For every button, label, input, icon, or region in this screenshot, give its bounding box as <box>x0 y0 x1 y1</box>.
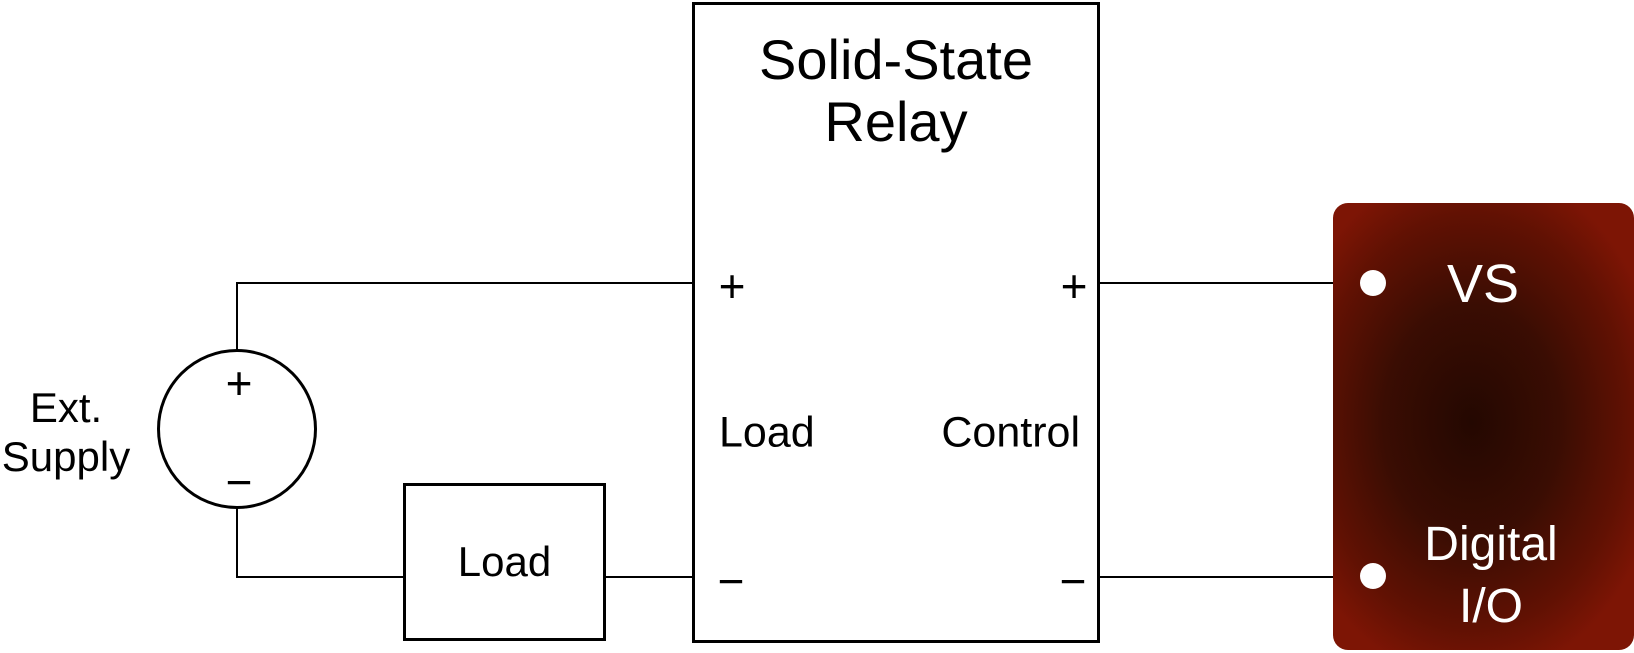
relay-title: Solid-State Relay <box>695 29 1097 153</box>
ext-supply-label: Ext. Supply <box>0 383 132 481</box>
solid-state-relay-box: Solid-State Relay + Load − + Control − <box>692 2 1100 643</box>
ext-supply-label-line1: Ext. <box>29 384 103 431</box>
digital-io-label-line1: Digital <box>1424 518 1558 571</box>
ext-supply-source-symbol: + − <box>157 349 317 509</box>
vs-terminal-dot-icon <box>1360 270 1386 296</box>
relay-title-line1: Solid-State <box>759 28 1033 91</box>
relay-control-plus-pin: + <box>1060 260 1088 312</box>
digital-io-label-line2: I/O <box>1458 580 1524 633</box>
wire-supply-bottom-vertical <box>236 507 238 577</box>
wire-relay-control-minus-to-digital-io <box>1098 576 1374 578</box>
digital-io-module: VS Digital I/O <box>1333 203 1634 650</box>
relay-title-line2: Relay <box>824 90 968 153</box>
digital-io-terminal-label: Digital I/O <box>1424 514 1557 638</box>
ext-supply-plus-sign: + <box>225 357 253 409</box>
load-box-label: Load <box>457 538 552 585</box>
relay-load-minus-pin: − <box>717 555 745 607</box>
relay-load-label: Load <box>719 408 815 457</box>
wire-supply-minus-to-load <box>236 576 405 578</box>
ext-supply-minus-sign: − <box>225 456 253 508</box>
vs-terminal-label: VS <box>1446 254 1520 314</box>
wire-relay-control-plus-to-vs <box>1098 282 1374 284</box>
relay-control-minus-pin: − <box>1059 555 1087 607</box>
wire-load-to-relay-load-minus <box>604 576 694 578</box>
digital-io-terminal-dot-icon <box>1360 563 1386 589</box>
wire-supply-plus-to-relay-load-plus <box>236 282 694 284</box>
wire-supply-top-vertical <box>236 283 238 351</box>
ext-supply-label-line2: Supply <box>1 433 131 480</box>
relay-control-label: Control <box>941 408 1080 457</box>
load-box: Load <box>403 483 606 641</box>
relay-load-plus-pin: + <box>718 260 746 312</box>
